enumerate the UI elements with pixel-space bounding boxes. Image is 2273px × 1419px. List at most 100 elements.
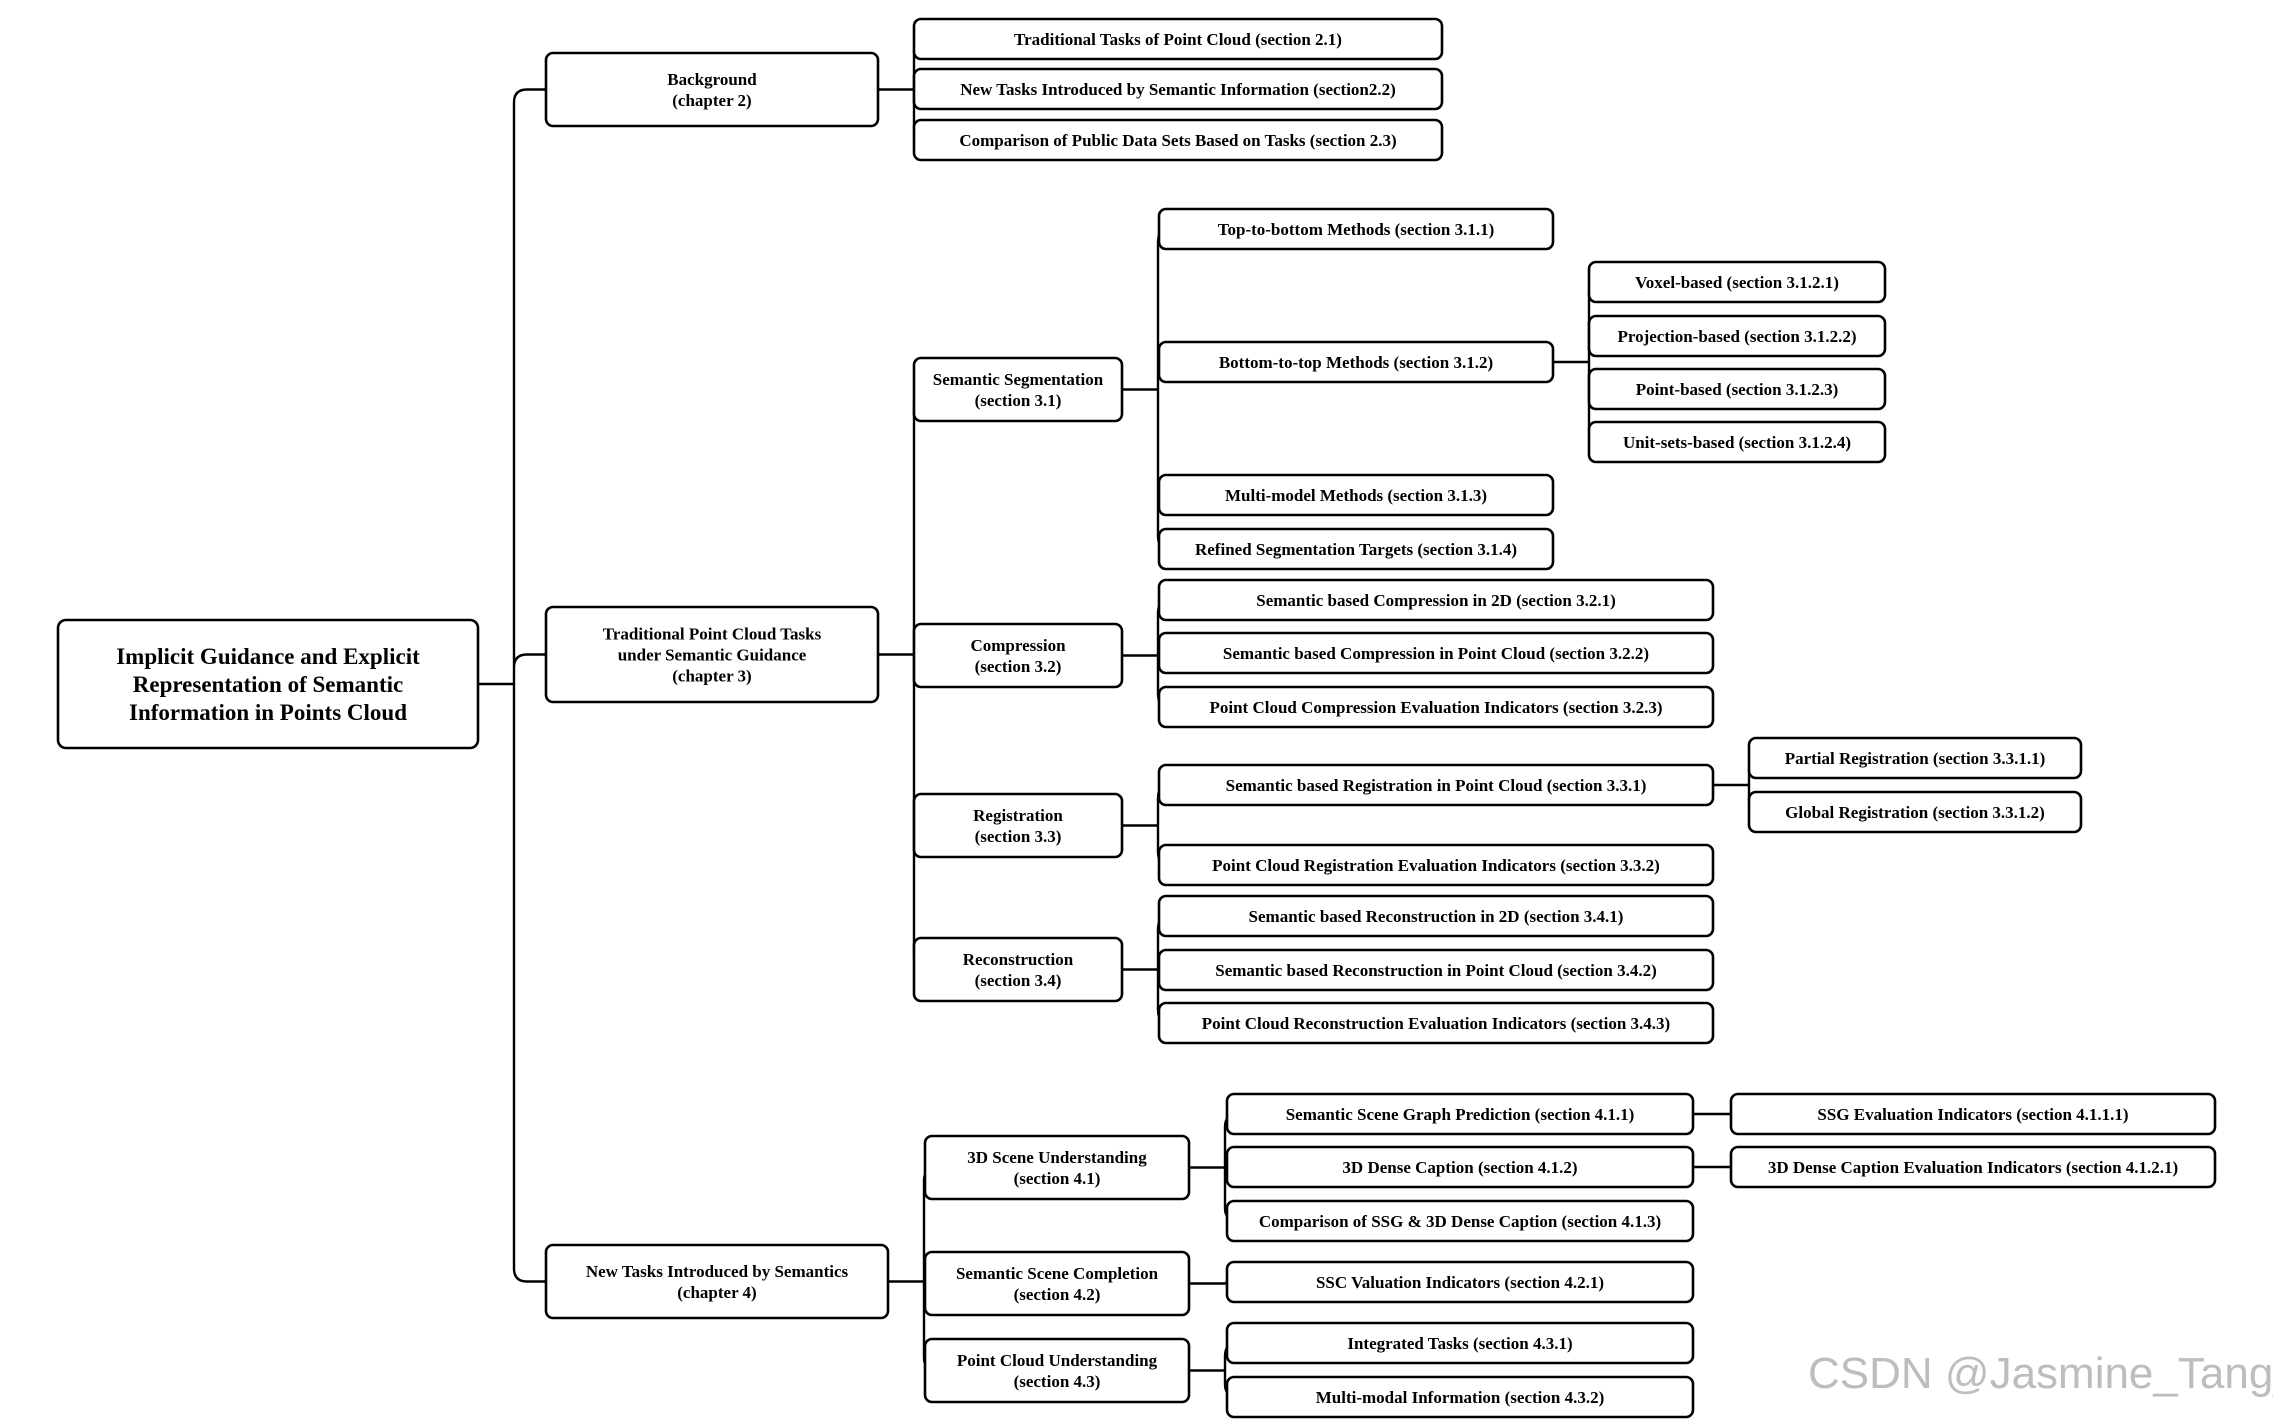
node-s411: Semantic Scene Graph Prediction (section… bbox=[1225, 1092, 1695, 1136]
node-label-line: (chapter 3) bbox=[672, 666, 751, 685]
node-s21: Traditional Tasks of Point Cloud (sectio… bbox=[912, 17, 1444, 61]
node-label-line: Reconstruction bbox=[963, 950, 1074, 969]
node-label-line: Refined Segmentation Targets (section 3.… bbox=[1195, 540, 1517, 559]
node-label-s43: Point Cloud Understanding(section 4.3) bbox=[957, 1351, 1158, 1391]
node-label-s341: Semantic based Reconstruction in 2D (sec… bbox=[1249, 907, 1624, 926]
node-box-s3124 bbox=[1587, 420, 1887, 464]
node-label-line: (section 3.3) bbox=[975, 827, 1062, 846]
node-box-s22 bbox=[912, 67, 1444, 111]
node-label-s312: Bottom-to-top Methods (section 3.1.2) bbox=[1219, 353, 1493, 372]
node-label-line: Semantic based Registration in Point Clo… bbox=[1226, 776, 1647, 795]
node-label-s411: Semantic Scene Graph Prediction (section… bbox=[1286, 1105, 1635, 1124]
node-label-line: (section 3.1) bbox=[975, 391, 1062, 410]
node-label-line: Traditional Point Cloud Tasks bbox=[603, 624, 822, 643]
node-label-line: Traditional Tasks of Point Cloud (sectio… bbox=[1014, 30, 1342, 49]
node-label-s4111: SSG Evaluation Indicators (section 4.1.1… bbox=[1817, 1105, 2128, 1124]
node-label-s331: Semantic based Registration in Point Clo… bbox=[1226, 776, 1647, 795]
node-s332: Point Cloud Registration Evaluation Indi… bbox=[1157, 843, 1715, 887]
node-label-line: Semantic Scene Completion bbox=[956, 1264, 1159, 1283]
node-label-s314: Refined Segmentation Targets (section 3.… bbox=[1195, 540, 1517, 559]
node-s311: Top-to-bottom Methods (section 3.1.1) bbox=[1157, 207, 1555, 251]
node-box-s3311 bbox=[1747, 736, 2083, 780]
node-s41: 3D Scene Understanding(section 4.1) bbox=[923, 1134, 1191, 1201]
node-box-s343 bbox=[1157, 1001, 1715, 1045]
node-box-s312 bbox=[1157, 340, 1555, 384]
node-box-s3122 bbox=[1587, 314, 1887, 358]
node-label-line: Integrated Tasks (section 4.3.1) bbox=[1347, 1334, 1572, 1353]
node-box-s21 bbox=[912, 17, 1444, 61]
node-box-s23 bbox=[912, 118, 1444, 162]
node-label-s3311: Partial Registration (section 3.3.1.1) bbox=[1785, 749, 2046, 768]
node-s432: Multi-modal Information (section 4.3.2) bbox=[1225, 1375, 1695, 1419]
node-box-s413 bbox=[1225, 1199, 1695, 1243]
node-s321: Semantic based Compression in 2D (sectio… bbox=[1157, 578, 1715, 622]
node-s3312: Global Registration (section 3.3.1.2) bbox=[1747, 790, 2083, 834]
node-box-s411 bbox=[1225, 1092, 1695, 1136]
node-label-line: New Tasks Introduced by Semantics bbox=[586, 1262, 849, 1281]
node-label-line: Representation of Semantic bbox=[133, 672, 403, 697]
node-s3122: Projection-based (section 3.1.2.2) bbox=[1587, 314, 1887, 358]
node-box-ch3 bbox=[544, 605, 880, 704]
node-label-line: Implicit Guidance and Explicit bbox=[116, 644, 420, 669]
node-s4121: 3D Dense Caption Evaluation Indicators (… bbox=[1729, 1145, 2217, 1189]
node-box-s42 bbox=[923, 1250, 1191, 1317]
node-label-line: Semantic based Compression in Point Clou… bbox=[1223, 644, 1649, 663]
node-box-s321 bbox=[1157, 578, 1715, 622]
node-label-line: (section 4.1) bbox=[1014, 1169, 1101, 1188]
node-ch2: Background(chapter 2) bbox=[544, 51, 880, 128]
node-label-s321: Semantic based Compression in 2D (sectio… bbox=[1256, 591, 1616, 610]
node-box-s421 bbox=[1225, 1260, 1695, 1304]
node-label-s311: Top-to-bottom Methods (section 3.1.1) bbox=[1218, 220, 1495, 239]
node-s42: Semantic Scene Completion(section 4.2) bbox=[923, 1250, 1191, 1317]
node-label-s431: Integrated Tasks (section 4.3.1) bbox=[1347, 1334, 1572, 1353]
node-label-line: under Semantic Guidance bbox=[618, 645, 807, 664]
node-s23: Comparison of Public Data Sets Based on … bbox=[912, 118, 1444, 162]
node-box-s341 bbox=[1157, 894, 1715, 938]
node-label-line: Point Cloud Understanding bbox=[957, 1351, 1158, 1370]
node-label-s3123: Point-based (section 3.1.2.3) bbox=[1636, 380, 1839, 399]
node-label-line: Comparison of SSG & 3D Dense Caption (se… bbox=[1259, 1212, 1661, 1231]
node-s431: Integrated Tasks (section 4.3.1) bbox=[1225, 1321, 1695, 1365]
node-s343: Point Cloud Reconstruction Evaluation In… bbox=[1157, 1001, 1715, 1045]
node-box-s314 bbox=[1157, 527, 1555, 571]
node-label-s32: Compression(section 3.2) bbox=[970, 636, 1066, 676]
node-label-s3122: Projection-based (section 3.1.2.2) bbox=[1617, 327, 1856, 346]
node-box-s342 bbox=[1157, 948, 1715, 992]
node-label-line: Multi-model Methods (section 3.1.3) bbox=[1225, 486, 1487, 505]
node-label-line: Registration bbox=[973, 806, 1063, 825]
node-label-ch4: New Tasks Introduced by Semantics (chapte… bbox=[586, 1262, 849, 1302]
node-label-line: Point Cloud Reconstruction Evaluation In… bbox=[1202, 1014, 1670, 1033]
node-label-line: Multi-modal Information (section 4.3.2) bbox=[1316, 1388, 1605, 1407]
node-box-ch2 bbox=[544, 51, 880, 128]
node-box-s31 bbox=[912, 356, 1124, 423]
node-s323: Point Cloud Compression Evaluation Indic… bbox=[1157, 685, 1715, 729]
node-box-s431 bbox=[1225, 1321, 1695, 1365]
node-s341: Semantic based Reconstruction in 2D (sec… bbox=[1157, 894, 1715, 938]
node-s322: Semantic based Compression in Point Clou… bbox=[1157, 631, 1715, 675]
node-label-ch3: Traditional Point Cloud Tasks under Seman… bbox=[603, 624, 822, 685]
node-label-s432: Multi-modal Information (section 4.3.2) bbox=[1316, 1388, 1605, 1407]
node-label-s343: Point Cloud Reconstruction Evaluation In… bbox=[1202, 1014, 1670, 1033]
node-s342: Semantic based Reconstruction in Point C… bbox=[1157, 948, 1715, 992]
node-box-s4111 bbox=[1729, 1092, 2217, 1136]
node-s34: Reconstruction(section 3.4) bbox=[912, 936, 1124, 1003]
node-label-line: SSC Valuation Indicators (section 4.2.1) bbox=[1316, 1273, 1604, 1292]
watermark-text: CSDN @Jasmine_Tang_ bbox=[1808, 1349, 2273, 1398]
node-box-s3121 bbox=[1587, 260, 1887, 304]
node-s331: Semantic based Registration in Point Clo… bbox=[1157, 763, 1715, 807]
node-label-s34: Reconstruction(section 3.4) bbox=[963, 950, 1074, 990]
node-box-root bbox=[56, 618, 480, 750]
node-label-line: Semantic based Reconstruction in 2D (sec… bbox=[1249, 907, 1624, 926]
node-label-s322: Semantic based Compression in Point Clou… bbox=[1223, 644, 1649, 663]
node-label-line: Partial Registration (section 3.3.1.1) bbox=[1785, 749, 2046, 768]
node-s43: Point Cloud Understanding(section 4.3) bbox=[923, 1337, 1191, 1404]
node-label-s31: Semantic Segmentation(section 3.1) bbox=[933, 370, 1104, 410]
node-label-line: (chapter 4) bbox=[677, 1283, 756, 1302]
node-label-line: Information in Points Cloud bbox=[129, 700, 407, 725]
node-s421: SSC Valuation Indicators (section 4.2.1) bbox=[1225, 1260, 1695, 1304]
node-s32: Compression(section 3.2) bbox=[912, 622, 1124, 689]
node-label-line: Unit-sets-based (section 3.1.2.4) bbox=[1623, 433, 1851, 452]
node-label-line: (chapter 2) bbox=[672, 91, 751, 110]
node-s412: 3D Dense Caption (section 4.1.2) bbox=[1225, 1145, 1695, 1189]
